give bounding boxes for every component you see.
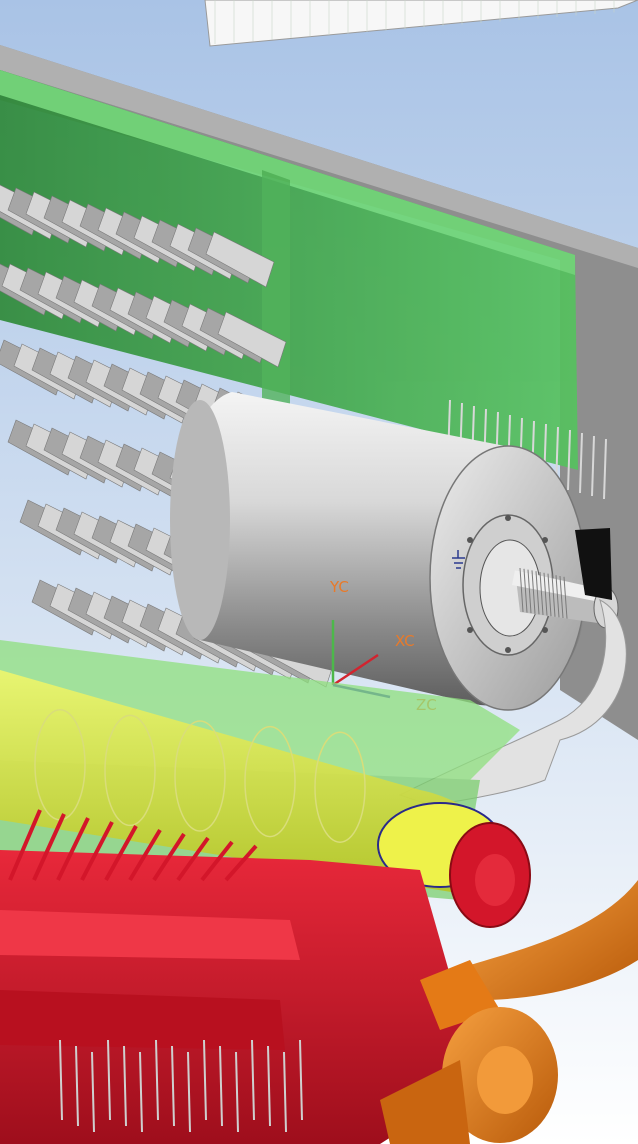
pickup-red-tine (32, 813, 66, 881)
spline-tooth (519, 567, 524, 613)
rotor-drum (170, 392, 587, 711)
pickup-tine (219, 1045, 223, 1127)
roller-ring (104, 714, 156, 827)
pickup-red-tine (152, 832, 186, 882)
pickup-red-tine (104, 825, 138, 881)
spline-tooth (527, 569, 532, 614)
roller-ring (174, 720, 226, 832)
pickup-tine (91, 1051, 95, 1133)
roller-ring (244, 725, 296, 838)
spline-tooth (559, 575, 564, 619)
graph-sheet-overlay (204, 0, 638, 47)
x-axis-label: XC (395, 632, 415, 650)
bolt-hole (542, 537, 548, 543)
pickup-red-tine (128, 828, 162, 882)
spline-tooth (547, 573, 552, 617)
pickup-red-tine (80, 821, 114, 881)
pickup-tine (283, 1051, 287, 1133)
rear-tine (579, 432, 583, 494)
spline-tooth (531, 570, 536, 614)
pickup-tine (235, 1051, 239, 1133)
roller-ring (314, 731, 366, 843)
rotor-fin (205, 231, 275, 288)
pickup-red-tine (224, 844, 258, 882)
drawbar-linkage (380, 880, 638, 1144)
pickup-red-tine (8, 809, 42, 881)
pickup-tine (203, 1039, 207, 1121)
pickup-tine (75, 1045, 79, 1127)
pickup-tine (139, 1051, 143, 1133)
bolt-hole (505, 515, 511, 521)
pickup-tine (107, 1039, 111, 1121)
pickup-tine-array (59, 1039, 303, 1133)
ground-symbol-icon (452, 550, 465, 569)
pickup-tine (267, 1045, 271, 1127)
spline-tooth (551, 574, 556, 617)
splined-shaft (512, 567, 619, 629)
pickup-tine (123, 1045, 127, 1127)
spline-tooth (543, 572, 548, 616)
y-axis-label: YC (329, 578, 349, 596)
rotor-fin (217, 311, 287, 368)
pickup-frame (0, 809, 531, 1144)
bolt-hole (505, 647, 511, 653)
x-axis-line (332, 653, 379, 687)
pickup-red-tine (176, 836, 210, 882)
pickup-red-tine (200, 840, 234, 882)
pickup-tine (59, 1039, 63, 1121)
rear-tine (591, 435, 595, 497)
spline-tooth (535, 571, 540, 615)
spline-tooth (523, 568, 528, 613)
rear-tine (567, 429, 571, 491)
pickup-red-tine (56, 817, 90, 881)
frame-side-panel (0, 45, 638, 740)
bolt-hole (467, 627, 473, 633)
bolt-hole (467, 537, 473, 543)
spline-tooth (555, 575, 560, 618)
spline-tooth (539, 571, 544, 616)
spline-tooth (563, 576, 568, 619)
bolt-hole (542, 627, 548, 633)
rear-tine (603, 438, 607, 500)
pickup-tine (171, 1045, 175, 1127)
green-housing (0, 70, 578, 470)
pickup-tine (299, 1039, 303, 1121)
pickup-tine (187, 1051, 191, 1133)
pickup-tine (155, 1039, 159, 1121)
pickup-tine (251, 1039, 255, 1121)
